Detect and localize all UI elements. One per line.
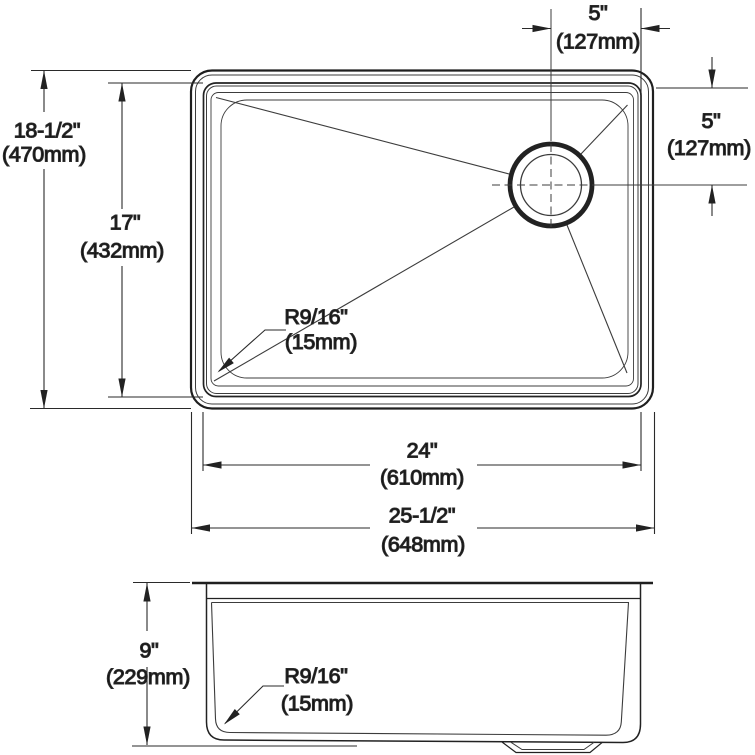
drain-top-offset-inches-label: 5": [589, 1, 608, 25]
bowl-depth-inches-label: 17": [110, 211, 141, 235]
dim-bowl-height: 9" (229mm): [105, 581, 357, 747]
topview-outer-edge: [189, 69, 655, 410]
dim-bowl-width: 24" (610mm): [202, 412, 642, 490]
dim-overall-depth: 18-1/2" (470mm): [1, 69, 191, 410]
overall-width-metric-label: (648mm): [381, 533, 465, 557]
bowl-width-metric-label: (610mm): [380, 466, 464, 490]
bowl-slope-creases: [213, 96, 628, 382]
dim-overall-width: 25-1/2" (648mm): [190, 412, 656, 557]
topview-bowl-rim-outer: [202, 82, 642, 398]
frontview-corner-radius-metric-label: (15mm): [281, 692, 353, 716]
drain-right-offset-metric-label: (127mm): [667, 136, 751, 160]
frontview-bowl-outer-wall: [205, 583, 642, 744]
topview-bowl-floor-line: [220, 99, 629, 379]
frontview-height-metric-label: (229mm): [106, 665, 190, 689]
frontview-drain-stub: [501, 741, 603, 754]
frontview-corner-radius-label: R9/16": [284, 664, 347, 688]
dim-frontview-corner-radius: R9/16" (15mm): [221, 663, 354, 728]
frontview-height-inches-label: 9": [140, 639, 159, 663]
dim-topview-corner-radius: R9/16" (15mm): [215, 304, 358, 376]
topview-corner-radius-metric-label: (15mm): [285, 330, 357, 354]
dim-bowl-depth: 17" (432mm): [79, 82, 203, 398]
drain-right-offset-inches-label: 5": [702, 109, 721, 133]
overall-depth-metric-label: (470mm): [2, 143, 86, 167]
bowl-width-inches-label: 24": [407, 439, 438, 463]
dim-drain-top-offset: 5" (127mm): [522, 0, 670, 94]
frontview-bowl-inner-wall: [210, 602, 630, 736]
topview-deck-line: [195, 74, 649, 405]
bowl-depth-metric-label: (432mm): [80, 239, 164, 263]
front-view: [192, 581, 653, 754]
drain-top-offset-metric-label: (127mm): [556, 30, 640, 54]
topview-bowl-radius-line: [210, 92, 634, 387]
overall-width-inches-label: 25-1/2": [389, 504, 456, 528]
top-view: [189, 9, 747, 410]
drain: [492, 9, 747, 230]
topview-corner-radius-label: R9/16": [284, 305, 347, 329]
drain-centerlines: [492, 9, 747, 230]
topview-bowl-rim-inner: [206, 85, 639, 394]
dim-drain-right-offset: 5" (127mm): [656, 57, 752, 216]
overall-depth-inches-label: 18-1/2": [14, 119, 81, 143]
